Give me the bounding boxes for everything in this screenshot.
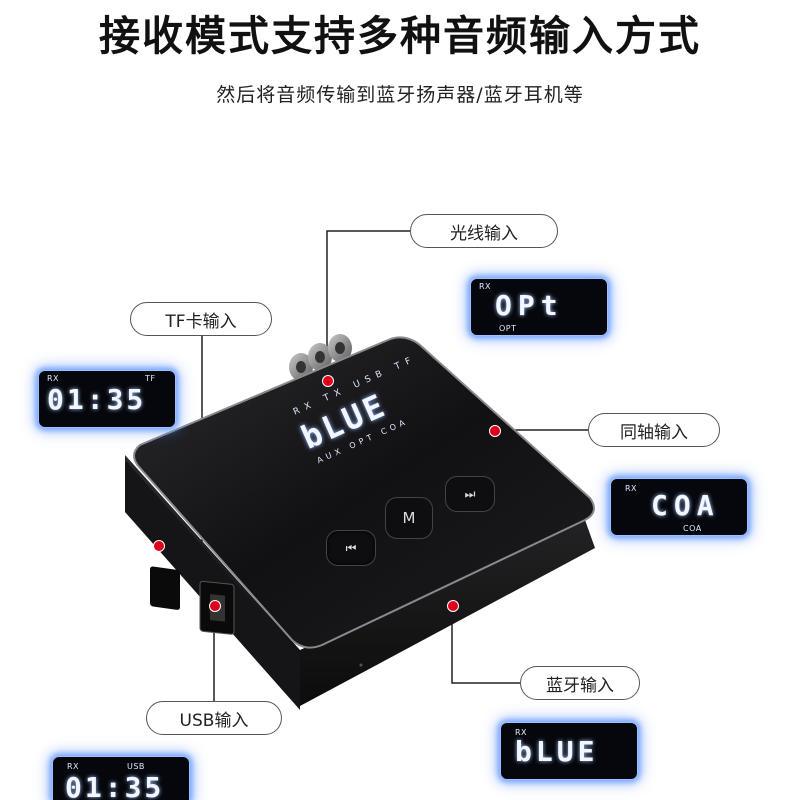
previous-track-icon: ⏮ [345,540,357,555]
screen-label-usb: USB [352,366,390,391]
lcd-usb-label: USB [127,762,145,771]
label-coaxial-input: 同轴输入 [588,413,720,447]
lcd-coa-rx: RX [625,484,638,493]
lcd-coa-bottom: COA [683,524,702,533]
label-optical-input: 光线输入 [410,214,558,248]
marker-usb [209,600,221,612]
marker-bluetooth [447,600,459,612]
marker-coaxial [489,425,501,437]
lcd-tf-display: RX TF 01:35 [38,370,176,428]
lcd-blue-digits: bLUE [515,735,599,768]
screen-label-tf: TF [393,353,419,373]
label-usb-input: USB输入 [146,701,282,735]
lcd-opt-bottom: OPT [499,324,517,333]
lcd-blue-rx: RX [515,728,528,737]
marker-optical [322,375,334,387]
lcd-usb-display: RX USB 01:35 [52,756,190,800]
lcd-opt-rx: RX [479,282,492,291]
label-tf-input: TF卡输入 [130,302,272,336]
next-track-icon: ⏭ [464,486,476,501]
lcd-coa-display: RX COA COA [610,478,748,536]
next-button[interactable]: ⏭ [445,476,495,512]
lcd-opt-display: RX OPt OPT [470,278,608,336]
page-subtitle: 然后将音频传输到蓝牙扬声器/蓝牙耳机等 [216,84,584,106]
page-title: 接收模式支持多种音频输入方式 [99,12,701,60]
lcd-tf-digits: 01:35 [47,383,147,416]
marker-tf [153,540,165,552]
lcd-coa-digits: COA [651,489,720,522]
lcd-blue-display: RX bLUE [500,722,638,780]
label-bluetooth-input: 蓝牙输入 [520,666,640,700]
lcd-opt-digits: OPt [495,289,564,322]
mode-button[interactable]: M [385,497,433,539]
lcd-tf-label: TF [145,374,156,383]
mode-button-label: M [402,509,416,527]
lcd-usb-rx: RX [67,762,80,771]
lcd-tf-rx: RX [47,374,60,383]
lcd-usb-digits: 01:35 [65,771,165,800]
previous-button[interactable]: ⏮ [326,530,376,566]
